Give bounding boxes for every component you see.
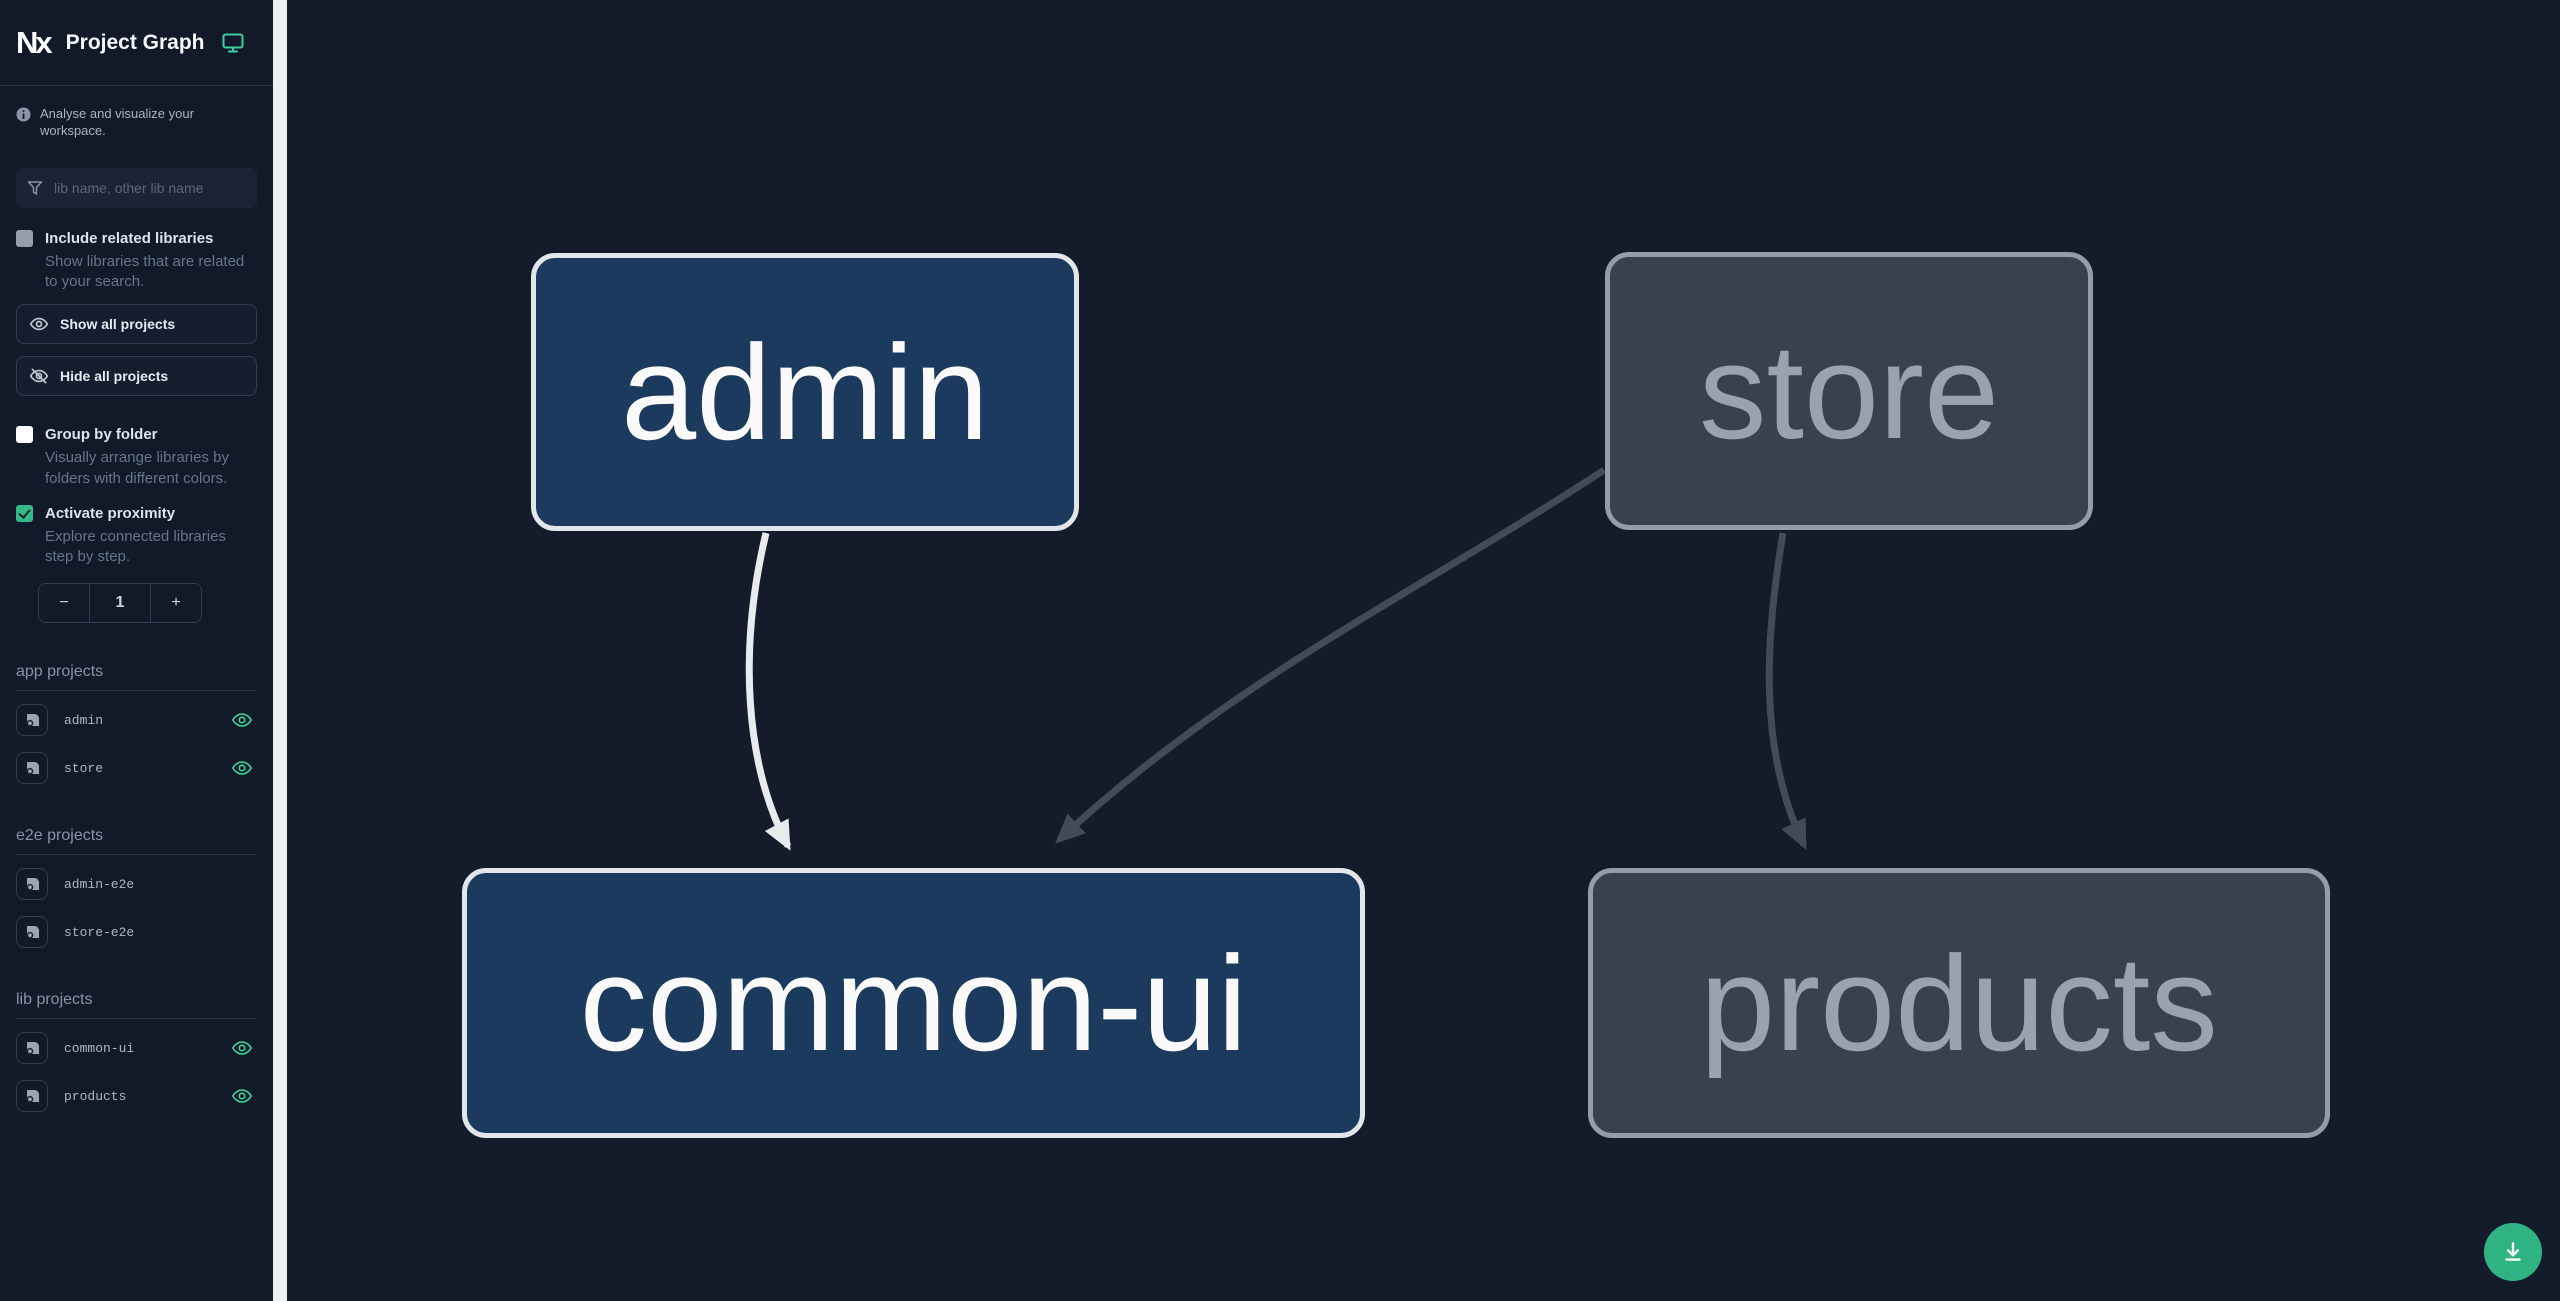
eye-icon: [29, 314, 49, 334]
visibility-eye-icon[interactable]: [231, 1085, 253, 1107]
graph-node-admin[interactable]: admin: [531, 253, 1079, 531]
include-related-description: Show libraries that are related to your …: [45, 252, 245, 291]
show-all-projects-label: Show all projects: [60, 316, 176, 333]
proximity-increment-button[interactable]: +: [171, 594, 181, 612]
download-icon: [2500, 1239, 2526, 1265]
workspace-info-text: Analyse and visualize your workspace.: [40, 106, 194, 138]
proximity-decrement-button[interactable]: −: [59, 594, 69, 612]
project-icon[interactable]: [16, 752, 48, 785]
activate-proximity-description: Explore connected libraries step by step…: [45, 527, 226, 566]
include-related-toggle: Include related libraries Show libraries…: [0, 229, 273, 293]
section-title: e2e projects: [16, 827, 257, 856]
graph-node-common-ui[interactable]: common-ui: [462, 868, 1365, 1138]
filter-input[interactable]: [54, 179, 247, 196]
sidebar-header: Nx Project Graph: [0, 0, 273, 86]
include-related-label: Include related libraries: [45, 229, 214, 247]
edge-store-to-products: [1765, 532, 1808, 850]
node-label: common-ui: [579, 927, 1248, 1079]
funnel-icon: [26, 179, 44, 197]
project-name[interactable]: products: [64, 1088, 127, 1104]
project-row-store: store: [16, 749, 257, 787]
project-name[interactable]: store: [64, 760, 104, 776]
group-by-folder-checkbox[interactable]: [16, 426, 33, 444]
visibility-eye-icon[interactable]: [231, 757, 253, 779]
graph-edges: [745, 467, 1808, 851]
project-icon[interactable]: [16, 1080, 48, 1113]
graph-node-products[interactable]: products: [1588, 868, 2330, 1138]
project-row-admin-e2e: admin-e2e: [16, 865, 257, 903]
include-related-checkbox[interactable]: [16, 229, 33, 247]
project-icon[interactable]: [16, 916, 48, 949]
activate-proximity-label: Activate proximity: [45, 504, 176, 522]
node-label: products: [1700, 927, 2218, 1079]
group-by-folder-toggle: Group by folder Visually arrange librari…: [0, 426, 273, 489]
download-image-button[interactable]: [2484, 1223, 2542, 1281]
workspace-info: Analyse and visualize your workspace.: [0, 86, 273, 140]
section-title: lib projects: [16, 991, 257, 1020]
project-name[interactable]: common-ui: [64, 1040, 135, 1056]
visibility-eye-icon[interactable]: [231, 1037, 253, 1059]
project-icon[interactable]: [16, 704, 48, 737]
sidebar: Nx Project Graph Analyse and visualize y…: [0, 0, 273, 1301]
filter-box: [16, 167, 257, 208]
project-icon[interactable]: [16, 1032, 48, 1065]
group-by-folder-description: Visually arrange libraries by folders wi…: [45, 449, 229, 487]
project-name[interactable]: admin: [64, 712, 104, 728]
visibility-eye-icon[interactable]: [231, 709, 253, 731]
info-icon: [16, 107, 31, 122]
project-row-admin: admin: [16, 701, 257, 739]
project-row-products: products: [16, 1077, 257, 1115]
edge-store-to-common-ui: [1055, 467, 1606, 844]
proximity-stepper: − 1 +: [38, 583, 202, 624]
section-lib-projects: lib projects common-ui: [0, 991, 273, 1115]
show-all-projects-button[interactable]: Show all projects: [16, 304, 257, 345]
section-app-projects: app projects admin: [0, 663, 273, 787]
project-row-common-ui: common-ui: [16, 1029, 257, 1067]
project-row-store-e2e: store-e2e: [16, 913, 257, 951]
hide-all-projects-label: Hide all projects: [60, 368, 169, 385]
node-label: store: [1698, 315, 2000, 467]
activate-proximity-toggle: Activate proximity Explore connected lib…: [0, 504, 273, 568]
page-title: Project Graph: [65, 30, 205, 54]
activate-proximity-checkbox[interactable]: [16, 504, 33, 522]
eye-off-icon: [29, 366, 49, 386]
graph-canvas[interactable]: admin store common-ui products: [287, 0, 2560, 1301]
section-e2e-projects: e2e projects admin-e2e store-e2e: [0, 827, 273, 951]
node-label: admin: [621, 316, 989, 468]
nx-logo-icon: Nx: [16, 24, 53, 60]
graph-node-store[interactable]: store: [1605, 252, 2093, 530]
edge-admin-to-common-ui: [745, 532, 792, 851]
sidebar-scrollbar[interactable]: [273, 0, 287, 1301]
group-by-folder-label: Group by folder: [45, 426, 158, 444]
section-title: app projects: [16, 663, 257, 692]
hide-all-projects-button[interactable]: Hide all projects: [16, 356, 257, 397]
project-icon[interactable]: [16, 868, 48, 901]
project-name[interactable]: store-e2e: [64, 924, 135, 940]
project-name[interactable]: admin-e2e: [64, 876, 135, 892]
editor-monitor-icon: [221, 31, 245, 55]
proximity-value: 1: [89, 584, 151, 623]
